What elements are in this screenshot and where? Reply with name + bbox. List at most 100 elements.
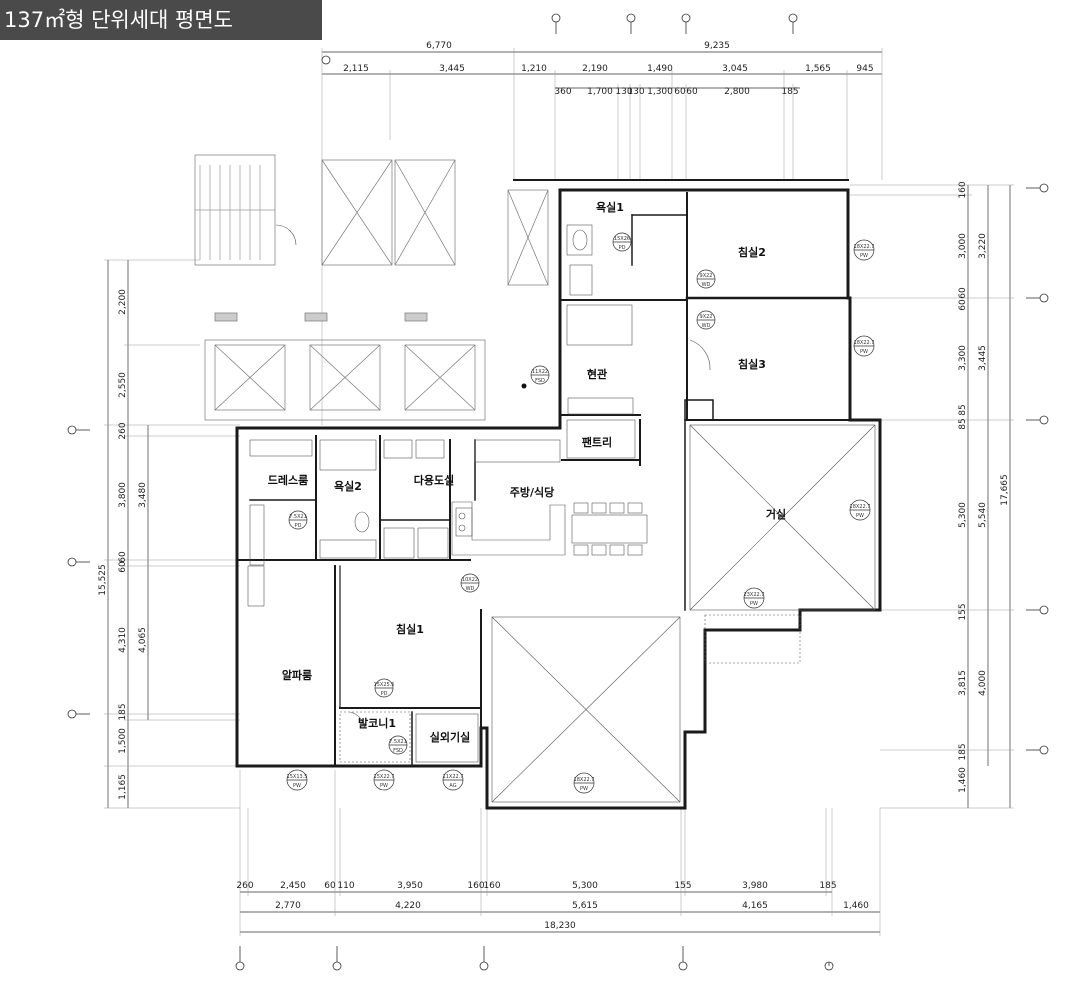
room-label-entrance: 현관 [587, 367, 607, 381]
dim-label: 3,980 [742, 881, 768, 891]
svg-text:7.5X21: 7.5X21 [389, 739, 407, 745]
dim-label: 1,460 [843, 901, 869, 911]
dim-label: 1,210 [521, 64, 547, 74]
dim-label: 2,770 [275, 901, 301, 911]
dim-label: 360 [554, 87, 571, 97]
left-dimensions [104, 259, 240, 809]
room-label-bath2: 욕실2 [334, 479, 362, 493]
dim-label: 60 [118, 561, 128, 573]
svg-text:PW: PW [856, 513, 864, 519]
dim-label: 1,460 [958, 767, 968, 793]
dim-label: 4,065 [138, 627, 148, 653]
dim-label: 260 [236, 881, 253, 891]
dim-label: 3,220 [978, 233, 988, 259]
door-tag: 7.5X21 FSD [388, 735, 408, 755]
dim-label: 60 [118, 551, 128, 563]
svg-text:15X25.5: 15X25.5 [374, 682, 395, 688]
room-label-utility: 다용도실 [414, 473, 454, 487]
right-dimensions [850, 184, 1014, 809]
door-tag: 9X22 WD [696, 310, 716, 330]
dim-label: 5,300 [958, 502, 968, 528]
walls [235, 179, 882, 810]
grid-markers-bottom [235, 946, 834, 971]
room-label-bedroom3: 침실3 [738, 357, 766, 371]
svg-text:23X22.7: 23X22.7 [744, 592, 765, 598]
svg-text:10X22: 10X22 [462, 577, 478, 583]
svg-text:PW: PW [380, 783, 388, 789]
door-tag: 23X22.7 PW [744, 587, 765, 609]
page-title: 137㎡형 단위세대 평면도 [0, 0, 322, 40]
room-label-balcony1: 발코니1 [358, 716, 396, 730]
svg-text:9X22: 9X22 [700, 273, 713, 279]
dim-label: 3,815 [958, 670, 968, 696]
bottom-dimension-labels: 260 2,450 60 110 3,950 160 160 5,300 155… [236, 881, 869, 931]
dim-label: 1,700 [587, 87, 613, 97]
svg-text:15X13.5: 15X13.5 [287, 774, 308, 780]
dim-label: 60 [686, 87, 698, 97]
dim-label: 3,950 [397, 881, 423, 891]
dim-label: 4,000 [978, 670, 988, 696]
room-labels: 욕실1 침실2 침실3 현관 팬트리 드레스룸 욕실2 다용도실 주방/식당 거… [268, 200, 786, 744]
dim-label: 130 [627, 87, 644, 97]
dim-label: 1,500 [118, 728, 128, 754]
dim-label: 3,480 [138, 482, 148, 508]
svg-text:18X22.7: 18X22.7 [850, 504, 871, 510]
dim-label: 60 [958, 287, 968, 299]
dim-label: 2,450 [280, 881, 306, 891]
dim-label: 160 [467, 881, 484, 891]
door-tag: 15X22.7 PW [374, 769, 395, 791]
room-label-outdoor-unit: 실외기실 [430, 730, 470, 744]
svg-text:18X22.7: 18X22.7 [854, 340, 875, 346]
dim-label: 5,540 [978, 502, 988, 528]
svg-text:15X26: 15X26 [614, 236, 630, 242]
dim-label: 3,445 [439, 64, 465, 74]
dim-label: 3,445 [978, 345, 988, 371]
dim-label: 3,300 [958, 345, 968, 371]
svg-text:WD: WD [466, 586, 475, 592]
dim-label: 3,045 [722, 64, 748, 74]
room-label-bedroom1: 침실1 [396, 622, 424, 636]
building-core [194, 154, 549, 421]
svg-text:PW: PW [580, 786, 588, 792]
door-tag: 11X22 FSD [530, 365, 550, 385]
svg-text:AG: AG [449, 783, 456, 789]
top-dimensions [321, 48, 883, 425]
top-dimension-labels: 6,770 9,235 2,115 3,445 1,210 2,190 1,49… [343, 41, 873, 97]
dim-label: 15,525 [98, 564, 108, 596]
grid-markers-top [321, 13, 798, 65]
door-tag: 9X22 WD [696, 269, 716, 289]
dim-label: 260 [118, 422, 128, 439]
dim-label: 1,165 [118, 774, 128, 800]
dim-label: 4,220 [395, 901, 421, 911]
room-label-bath1: 욕실1 [596, 200, 624, 214]
dim-label: 60 [958, 299, 968, 311]
dim-label: 5,615 [572, 901, 598, 911]
dim-label: 2,550 [118, 372, 128, 398]
grid-markers-right [1026, 183, 1049, 755]
room-label-alpha: 알파룸 [282, 668, 312, 682]
svg-text:PW: PW [860, 349, 868, 355]
dim-label: 6,770 [426, 41, 452, 51]
dim-label: 2,190 [582, 64, 608, 74]
dim-label: 85 [958, 418, 968, 429]
dim-label: 110 [337, 881, 354, 891]
door-tag: 15X25.5 PD [374, 678, 395, 698]
dim-label: 2,115 [343, 64, 369, 74]
dim-label: 18,230 [544, 921, 576, 931]
right-dimension-labels: 160 3,000 60 60 3,300 85 85 5,300 155 3,… [958, 181, 1010, 793]
dim-label: 17,665 [1000, 474, 1010, 506]
room-label-dressroom: 드레스룸 [268, 473, 308, 487]
dim-label: 2,200 [118, 289, 128, 315]
svg-text:18X22.7: 18X22.7 [574, 777, 595, 783]
svg-text:15X22.7: 15X22.7 [374, 774, 395, 780]
dim-label: 185 [781, 87, 798, 97]
door-tag: 18X22.7 PW [574, 772, 595, 794]
dim-label: 2,800 [724, 87, 750, 97]
dim-label: 1,300 [647, 87, 673, 97]
dim-label: 60 [324, 881, 336, 891]
svg-text:9X22: 9X22 [700, 314, 713, 320]
door-tag: 18X22.7 PW [854, 335, 875, 357]
dim-label: 185 [118, 703, 128, 720]
svg-text:FSD: FSD [535, 378, 545, 384]
